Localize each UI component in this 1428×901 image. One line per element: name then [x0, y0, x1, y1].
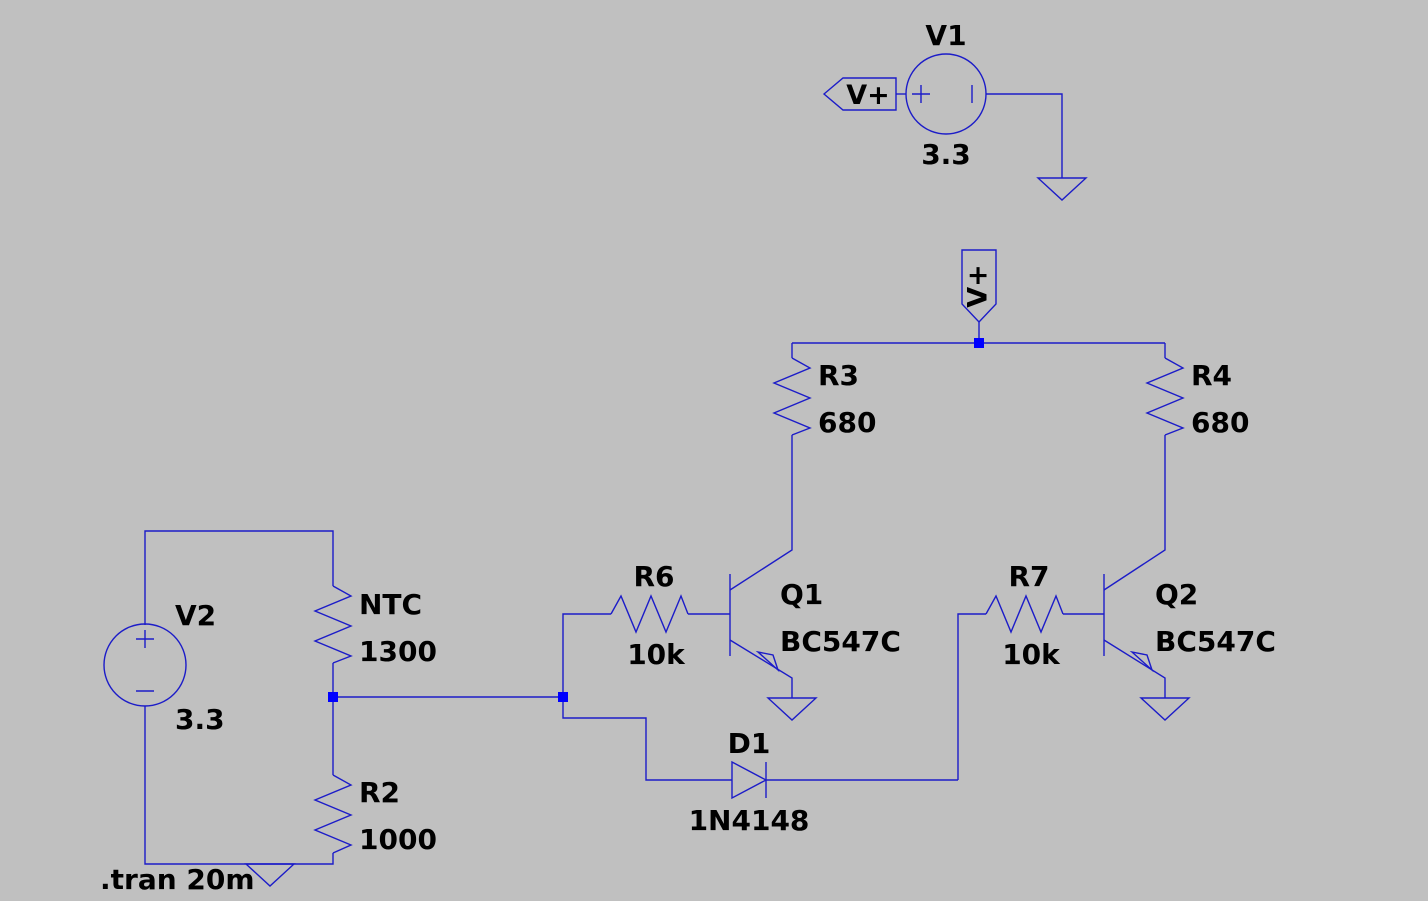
- junction-vplus-rail: [974, 338, 984, 348]
- q2-value-label: BC547C: [1155, 625, 1276, 658]
- v2-value-label: 3.3: [175, 703, 225, 736]
- ground-q2: [1139, 697, 1191, 721]
- v2-name-label: V2: [175, 599, 216, 632]
- r2-value-label: 1000: [359, 823, 437, 856]
- q1-value-label: BC547C: [780, 625, 901, 658]
- v1-source[interactable]: [905, 53, 987, 135]
- wire-v2-top: [144, 530, 334, 625]
- q2-name-label: Q2: [1155, 578, 1198, 611]
- q1-name-label: Q1: [780, 578, 823, 611]
- r2-name-label: R2: [359, 776, 400, 809]
- v1-value-label: 3.3: [921, 138, 971, 171]
- ntc-value-label: 1300: [359, 635, 437, 668]
- r7-resistor[interactable]: [985, 594, 1064, 634]
- r4-name-label: R4: [1191, 359, 1232, 392]
- vplus-flag-top[interactable]: [961, 249, 997, 324]
- wire-r3-q1-collector: [729, 435, 793, 591]
- r4-resistor[interactable]: [1145, 357, 1185, 436]
- q2-transistor[interactable]: [1103, 574, 1166, 698]
- r4-value-label: 680: [1191, 406, 1249, 439]
- r2-resistor[interactable]: [313, 774, 353, 854]
- r7-value-label: 10k: [1002, 638, 1061, 671]
- v2-source[interactable]: [103, 623, 187, 707]
- r3-name-label: R3: [818, 359, 859, 392]
- d1-value-label: 1N4148: [689, 804, 810, 837]
- q1-emitter-arrow: [755, 650, 780, 673]
- ground-divider: [244, 863, 296, 887]
- wire-v1-ground: [986, 93, 1063, 178]
- vplus-flag-top-label: V+: [963, 264, 994, 308]
- r6-name-label: R6: [633, 560, 674, 593]
- ground-q1: [766, 697, 818, 721]
- vplus-flag-left[interactable]: [822, 77, 897, 111]
- wire-r7-left: [957, 613, 986, 780]
- wire-r6-left: [562, 613, 611, 697]
- wire-d1-anode: [562, 697, 732, 781]
- q2-emitter-line: [1103, 639, 1166, 698]
- q2-emitter-arrow: [1129, 650, 1154, 673]
- wire-r4-q2-collector: [1103, 435, 1166, 591]
- r6-value-label: 10k: [627, 638, 686, 671]
- v2-plus-sign: [136, 630, 154, 648]
- q1-emitter-line: [729, 639, 793, 698]
- ground-v1: [1036, 177, 1088, 201]
- r3-resistor[interactable]: [772, 357, 812, 436]
- q1-transistor[interactable]: [729, 574, 793, 698]
- ntc-name-label: NTC: [359, 588, 422, 621]
- v1-name-label: V1: [925, 19, 966, 52]
- v1-plus-sign: [912, 85, 930, 103]
- r3-value-label: 680: [818, 406, 876, 439]
- vplus-flag-left-label: V+: [846, 80, 890, 111]
- ntc-resistor[interactable]: [313, 585, 353, 664]
- r6-resistor[interactable]: [610, 594, 689, 634]
- d1-diode[interactable]: [731, 760, 768, 800]
- d1-triangle: [731, 760, 768, 800]
- r7-name-label: R7: [1008, 560, 1049, 593]
- junction-r6-d1: [558, 692, 568, 702]
- wire-v2-bottom: [144, 706, 334, 865]
- junction-divider: [328, 692, 338, 702]
- d1-name-label: D1: [728, 727, 771, 760]
- tran-directive[interactable]: .tran 20m: [100, 863, 255, 896]
